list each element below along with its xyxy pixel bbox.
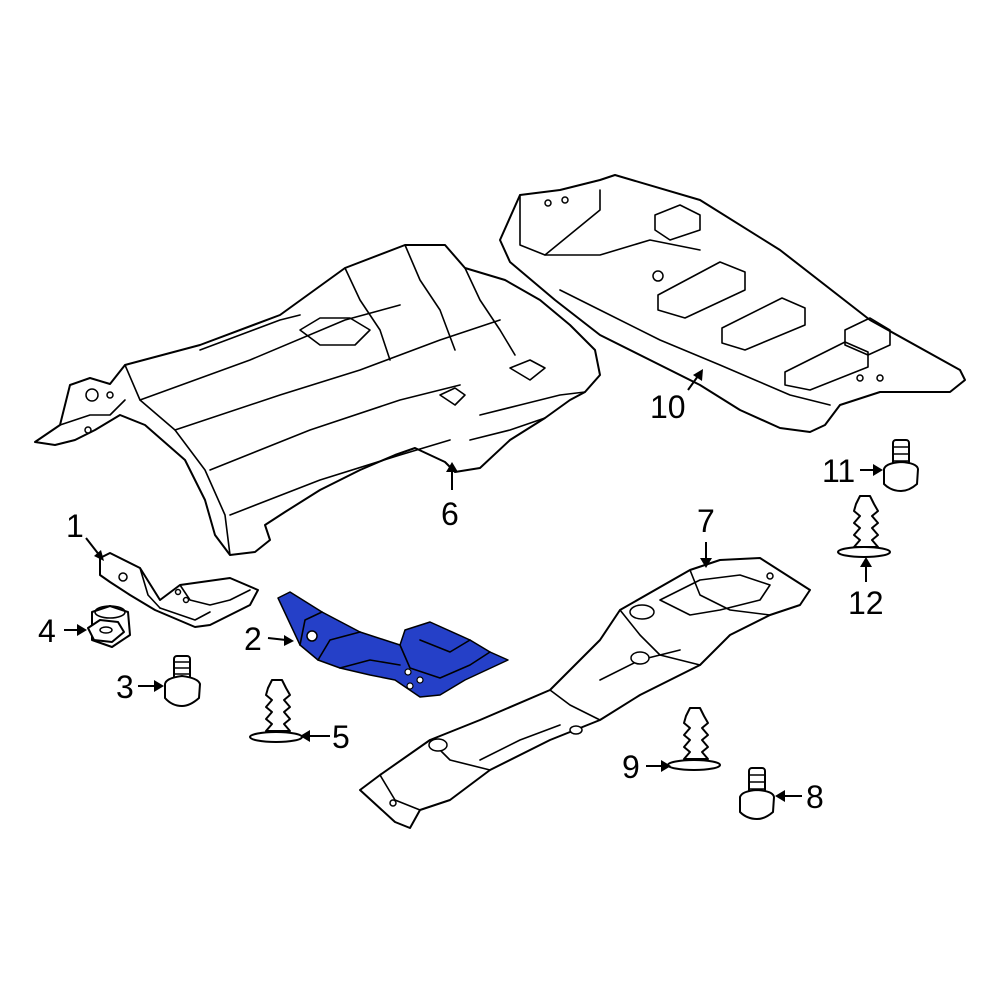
callout-1[interactable]: 1 [66, 508, 84, 544]
arrowhead-3 [154, 680, 164, 692]
part-6-heat-shield[interactable] [34, 244, 601, 556]
part-4-nut[interactable] [87, 605, 131, 648]
part-3-bolt[interactable] [164, 655, 201, 707]
callout-labels: 1 2 3 4 5 6 7 8 9 10 11 12 [38, 389, 884, 815]
callout-3[interactable]: 3 [116, 669, 134, 705]
callout-8[interactable]: 8 [806, 779, 824, 815]
callout-leaders [64, 369, 883, 802]
arrowhead-2 [284, 635, 294, 646]
arrowhead-12 [860, 557, 872, 567]
arrowhead-11 [873, 464, 883, 476]
callout-2[interactable]: 2 [244, 621, 262, 657]
callout-9[interactable]: 9 [622, 749, 640, 785]
arrowhead-1 [94, 550, 104, 561]
callout-4[interactable]: 4 [38, 613, 56, 649]
arrowhead-6 [446, 462, 458, 472]
part-8-bolt[interactable] [739, 767, 775, 820]
part-2-fill [277, 591, 509, 698]
part-9-push-clip[interactable] [667, 707, 721, 771]
callout-5[interactable]: 5 [332, 719, 350, 755]
arrowhead-5 [300, 730, 310, 742]
arrowhead-4 [77, 624, 87, 636]
part-2-shield-highlighted[interactable] [277, 591, 509, 698]
callout-12[interactable]: 12 [848, 585, 884, 621]
arrowhead-9 [661, 760, 671, 772]
callout-10[interactable]: 10 [650, 389, 686, 425]
callout-11[interactable]: 11 [822, 453, 855, 489]
part-11-bolt[interactable] [883, 439, 919, 492]
part-10-rear-shield[interactable] [499, 174, 966, 433]
part-7-long-shield[interactable] [359, 557, 811, 829]
part-12-push-clip[interactable] [837, 495, 891, 558]
part-5-push-clip[interactable] [249, 679, 303, 743]
arrowhead-10 [693, 369, 703, 381]
arrowhead-7 [700, 558, 712, 568]
part-1-bracket[interactable] [99, 552, 259, 628]
callout-7[interactable]: 7 [697, 503, 715, 539]
arrowhead-8 [775, 790, 785, 802]
callout-6[interactable]: 6 [441, 496, 459, 532]
